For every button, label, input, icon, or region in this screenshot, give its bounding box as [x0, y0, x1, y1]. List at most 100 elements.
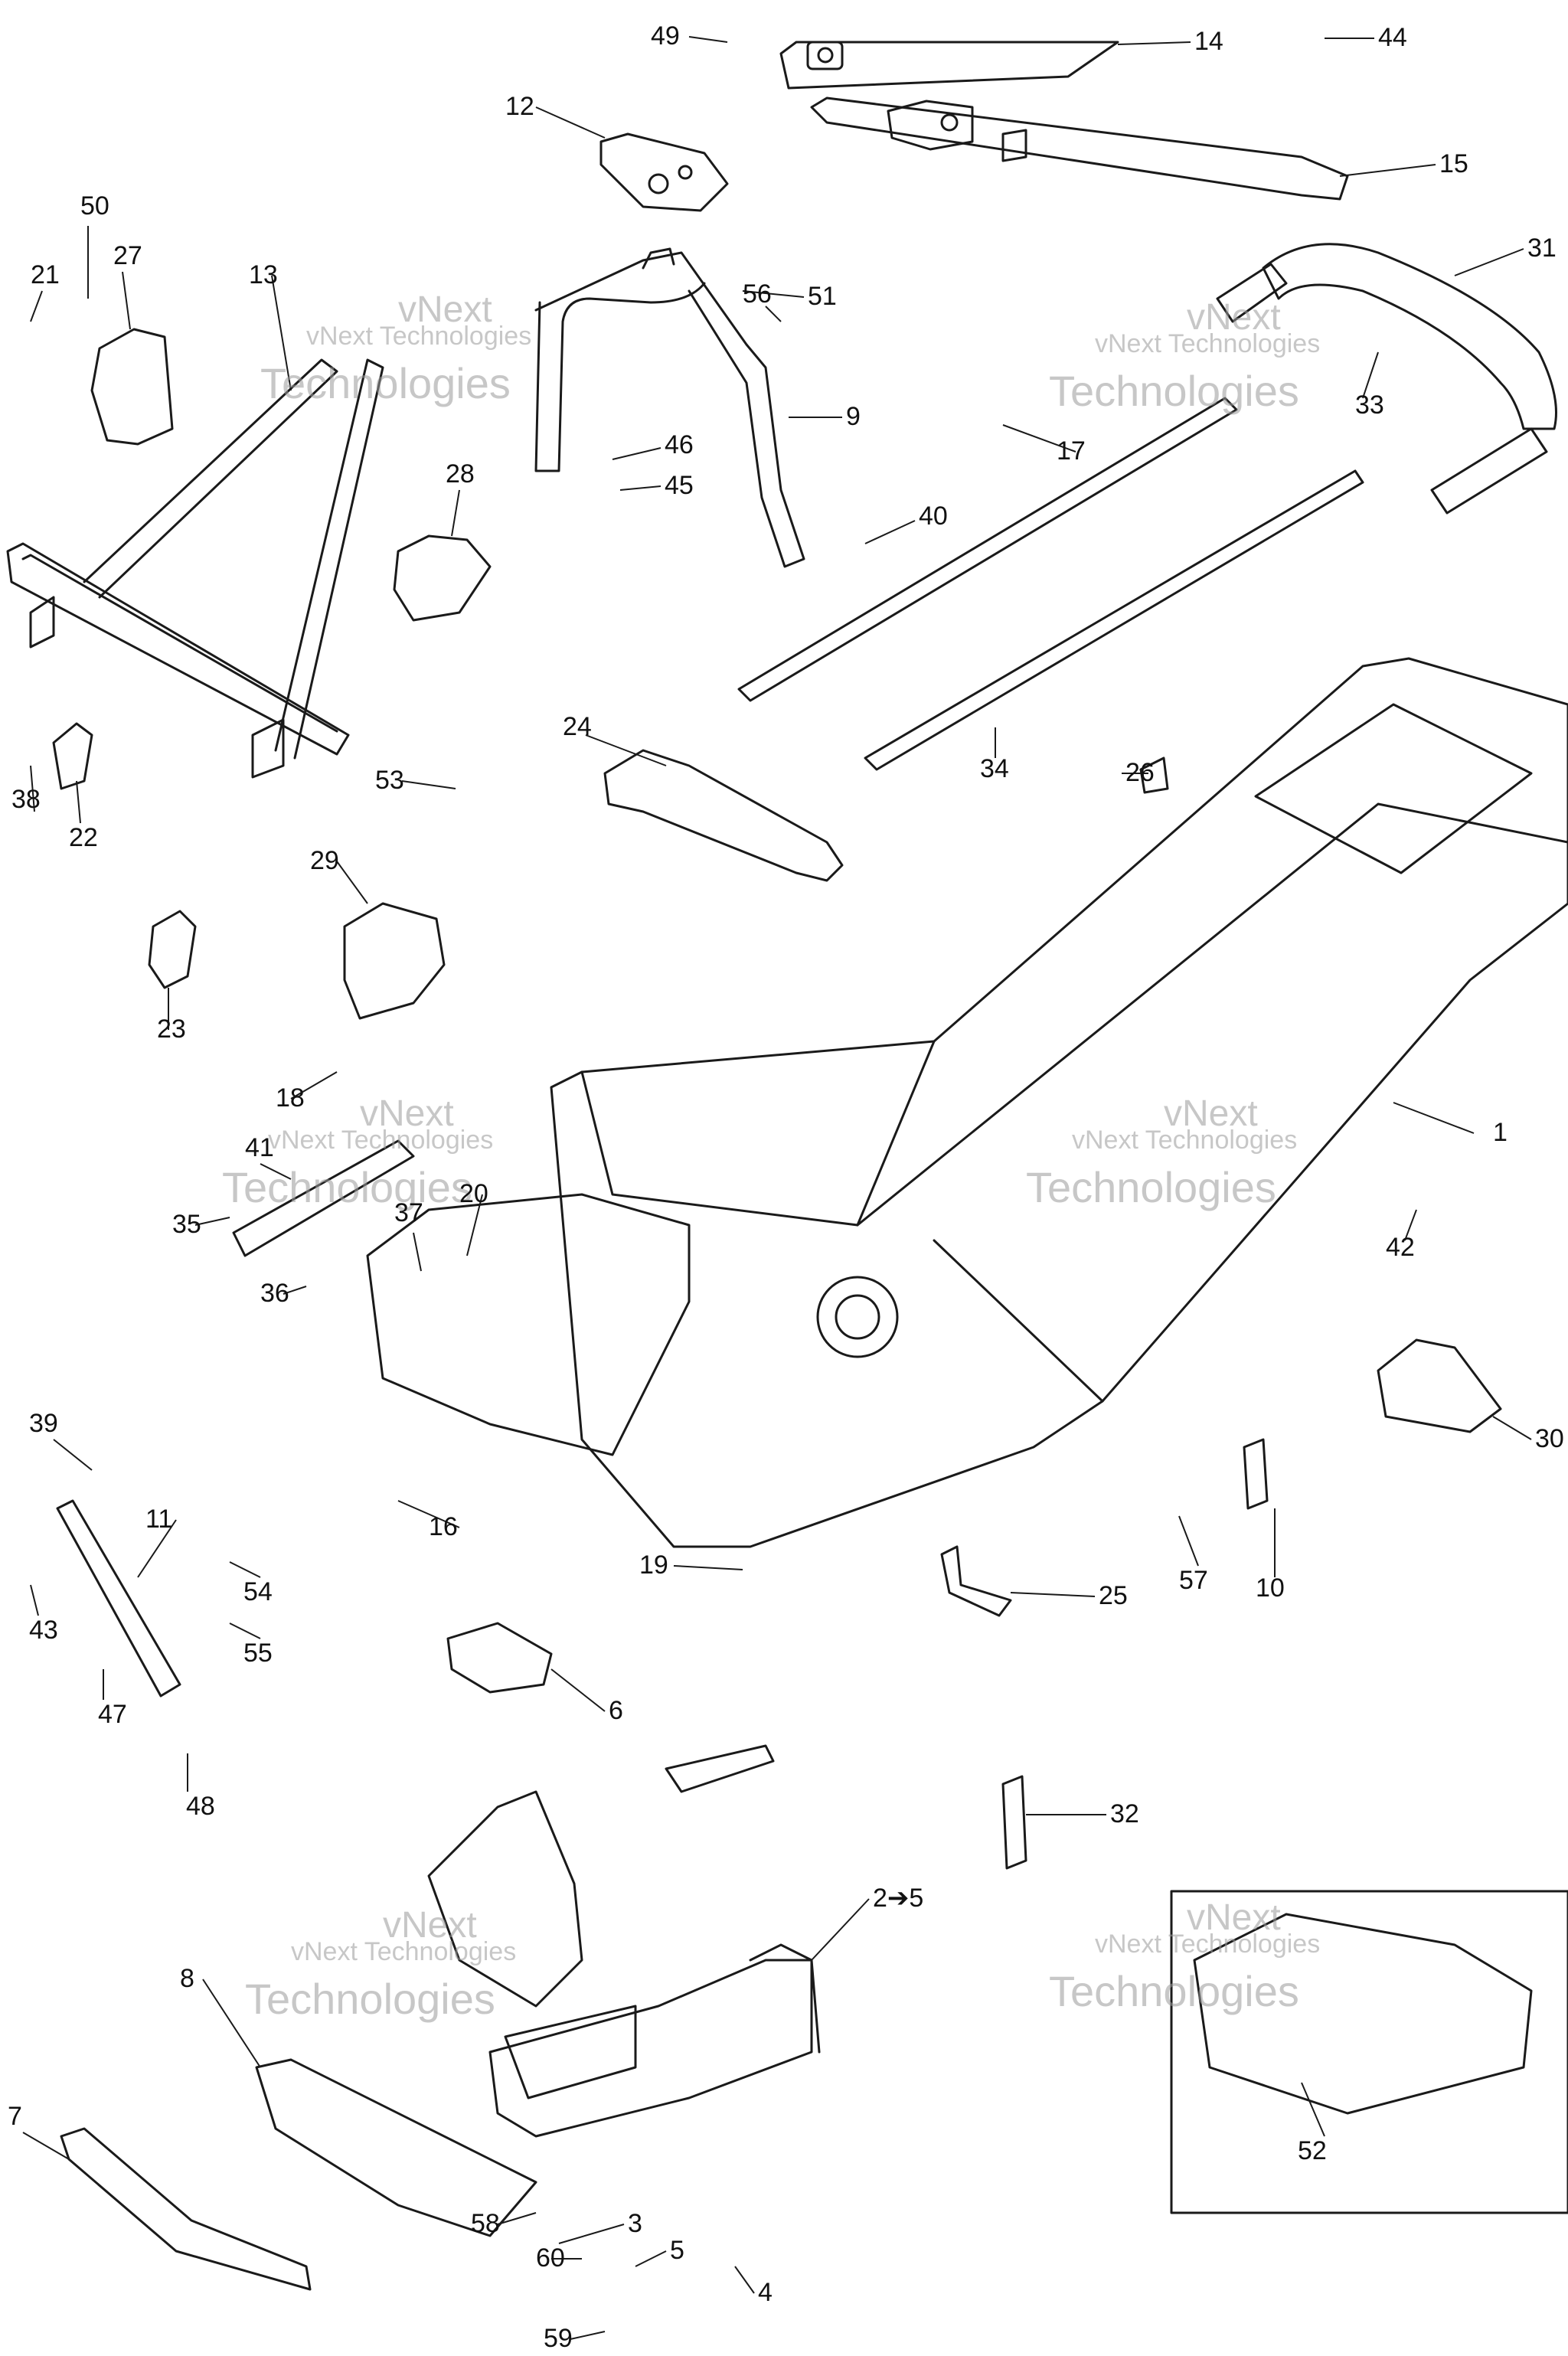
callout-54: 54	[243, 1577, 273, 1606]
callout-49: 49	[651, 21, 680, 51]
part-31-grip	[1216, 263, 1548, 515]
callout-40: 40	[919, 502, 948, 531]
leader-51	[742, 290, 805, 298]
leader-29	[336, 861, 368, 904]
callout-29: 29	[310, 846, 339, 875]
callout-35: 35	[172, 1210, 201, 1239]
callout-27: 27	[113, 241, 142, 270]
leader-14	[1117, 41, 1191, 45]
callout-58: 58	[471, 2209, 500, 2238]
part-34-rail	[737, 397, 1238, 702]
leader-36	[283, 1286, 307, 1295]
callout-32: 32	[1110, 1799, 1139, 1828]
part-6-plate	[446, 1622, 553, 1694]
callout-45: 45	[665, 471, 694, 500]
leader-lines	[22, 36, 1532, 2340]
detail-inset-bracket	[1193, 1913, 1533, 2115]
part-10-plate	[1243, 1438, 1269, 1510]
leader-7	[22, 2132, 70, 2160]
leader-19	[673, 1565, 743, 1570]
watermark-top-1: vNext	[1187, 297, 1281, 338]
callout-18: 18	[276, 1083, 305, 1113]
callout-39: 39	[29, 1409, 58, 1438]
callout-19: 19	[639, 1551, 668, 1580]
callout-57: 57	[1179, 1566, 1208, 1595]
leader-41	[260, 1163, 292, 1180]
part-11-strut	[56, 1499, 181, 1698]
leader-11	[137, 1519, 177, 1578]
callout-44: 44	[1378, 23, 1407, 52]
part-30-footrest	[1377, 1338, 1502, 1433]
part-28-bracket	[393, 534, 492, 622]
callout-23: 23	[157, 1015, 186, 1044]
callout-8: 8	[180, 1964, 194, 1993]
watermark-line-2: vNext Technologies	[268, 1126, 493, 1155]
part-41-bracket	[232, 1139, 415, 1257]
callout-labels: 12➔5345678910111213141516171819202122232…	[8, 21, 1564, 2353]
leader-17	[1002, 424, 1076, 453]
leader-28	[451, 489, 460, 537]
callout-10: 10	[1256, 1573, 1285, 1603]
watermark-line-5: vNext Technologies	[291, 1937, 516, 1966]
leader-13	[271, 275, 292, 391]
leader-59	[570, 2331, 606, 2340]
leader-57	[1178, 1515, 1199, 1567]
leader-30	[1492, 1416, 1532, 1440]
part-9-support	[534, 247, 805, 568]
watermark-big-1: Technologies	[1049, 367, 1299, 415]
watermark-line-1: vNext Technologies	[1095, 329, 1320, 358]
leader-18	[290, 1071, 338, 1100]
callout-24: 24	[563, 712, 592, 741]
leader-22	[76, 780, 81, 824]
callout-12: 12	[505, 92, 534, 121]
part-1-chassis	[550, 657, 1568, 1548]
part-23-bracket	[148, 910, 197, 989]
part-31-handle	[1262, 243, 1557, 430]
part-15-arm	[810, 96, 1349, 201]
part-13-frame	[6, 358, 384, 779]
watermark-line-3: vNext Technologies	[1072, 1126, 1297, 1155]
leader-39	[53, 1439, 93, 1471]
part-7-skid	[60, 2127, 312, 2291]
part-2-5-frame	[427, 1790, 821, 2138]
callout-33: 33	[1355, 390, 1384, 420]
leader-35	[194, 1217, 230, 1226]
leader-21	[30, 290, 43, 322]
callout-13: 13	[249, 260, 278, 289]
callout-46: 46	[665, 430, 694, 459]
detail-inset-frame	[1170, 1890, 1568, 2214]
part-12-bracket	[599, 132, 729, 212]
callout-26: 26	[1125, 758, 1155, 787]
callout-5: 5	[670, 2236, 684, 2265]
leader-45	[619, 485, 662, 491]
leader-25	[1010, 1592, 1096, 1597]
watermark-big-3: Technologies	[1026, 1163, 1276, 1211]
callout-60: 60	[536, 2243, 565, 2273]
callout-34: 34	[980, 754, 1009, 783]
leader-33	[1362, 351, 1379, 399]
leader-6	[550, 1668, 606, 1712]
callout-22: 22	[69, 823, 98, 852]
callout-37: 37	[394, 1198, 423, 1227]
callout-4: 4	[758, 2278, 773, 2307]
callout-16: 16	[429, 1512, 458, 1541]
callout-15: 15	[1439, 149, 1468, 178]
leader-46	[612, 447, 662, 460]
callout-9: 9	[846, 402, 861, 431]
part-29-footrest	[343, 902, 446, 1020]
watermark-top-0: vNext	[398, 289, 492, 330]
part-6-plate-2	[665, 1744, 775, 1793]
callout-6: 6	[609, 1696, 623, 1725]
callout-42: 42	[1386, 1233, 1415, 1262]
callout-21: 21	[31, 260, 60, 289]
callout-59: 59	[544, 2324, 573, 2352]
callout-14: 14	[1194, 27, 1223, 56]
part-34-rail-2	[864, 469, 1364, 771]
leader-40	[864, 520, 916, 544]
watermark-top-5: vNext	[383, 1905, 477, 1946]
watermark-line-4: vNext Technologies	[1095, 1930, 1320, 1959]
part-24-bracket	[603, 749, 844, 882]
callout-25: 25	[1099, 1581, 1128, 1610]
callout-28: 28	[446, 459, 475, 489]
